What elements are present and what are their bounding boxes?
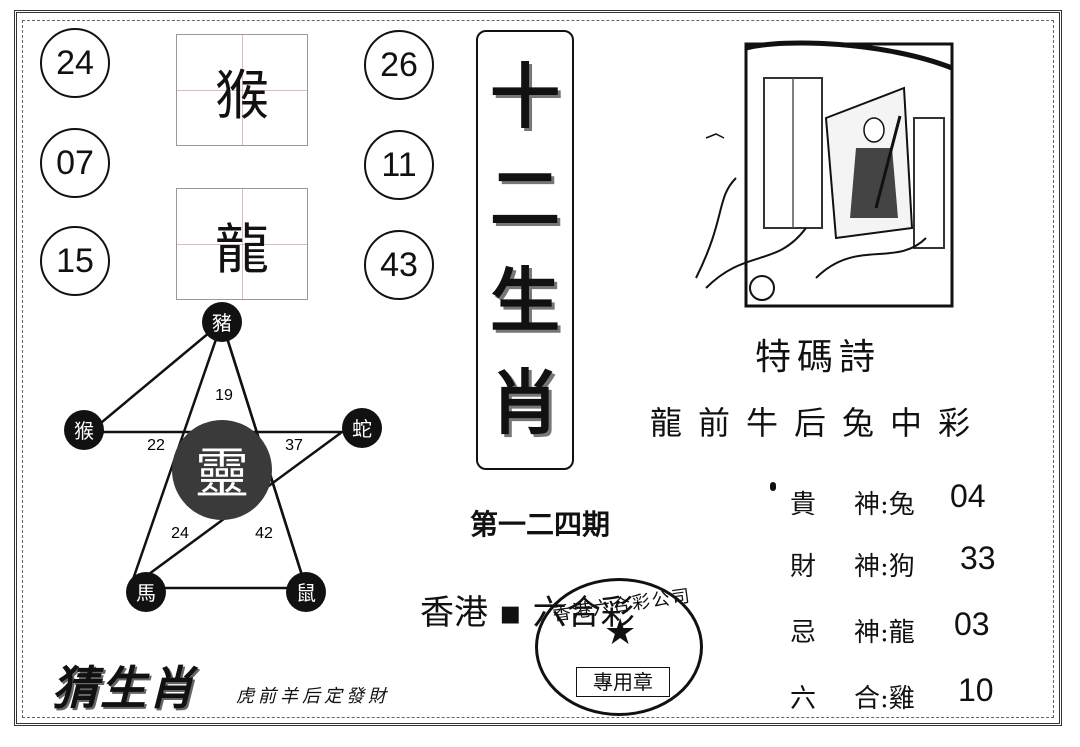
star-node bbox=[64, 410, 104, 450]
star-center-char: 靈 bbox=[195, 442, 249, 505]
god-number: 33 bbox=[960, 540, 996, 576]
star-number: 22 bbox=[147, 437, 165, 454]
star-center-disc bbox=[172, 420, 272, 520]
star-node-char: 鼠 bbox=[296, 581, 316, 605]
god-key: 神: bbox=[854, 490, 889, 520]
god-animal: 雞 bbox=[888, 684, 915, 714]
star-node-char: 馬 bbox=[136, 581, 156, 605]
outer-border bbox=[14, 10, 1062, 726]
banner-char: 十 bbox=[490, 56, 560, 138]
issue-number: 第一二四期 bbox=[470, 508, 611, 541]
star-node bbox=[286, 572, 326, 612]
star-node-char: 猴 bbox=[74, 419, 94, 443]
god-number: 04 bbox=[950, 478, 986, 514]
bullet-dot bbox=[770, 482, 776, 491]
god-key: 神: bbox=[854, 552, 889, 582]
banner-char: 二 bbox=[490, 158, 560, 240]
number-value: 07 bbox=[56, 143, 94, 182]
number-ball: 11 bbox=[364, 130, 434, 200]
number-value: 15 bbox=[56, 241, 94, 280]
number-ball: 07 bbox=[40, 128, 110, 198]
zodiac-grid-box: 龍 bbox=[176, 188, 308, 300]
poem-title: 特碼詩 bbox=[755, 337, 882, 378]
god-animal: 兔 bbox=[888, 490, 915, 520]
star-node-char: 蛇 bbox=[352, 417, 372, 441]
star-node bbox=[342, 408, 382, 448]
illustration-image bbox=[695, 40, 954, 308]
god-key: 合: bbox=[854, 684, 889, 714]
zodiac-char: 龍 bbox=[215, 217, 269, 281]
star-number: 19 bbox=[215, 387, 233, 404]
god-number: 03 bbox=[954, 606, 990, 642]
inner-border bbox=[22, 20, 1054, 718]
star-node-char: 豬 bbox=[212, 311, 232, 335]
banner-char: 肖 bbox=[490, 362, 560, 444]
god-label: 六 bbox=[790, 684, 817, 714]
zodiac-star: 靈 豬 猴 蛇 馬 鼠 19 22 37 24 42 bbox=[64, 302, 382, 612]
god-animal: 龍 bbox=[888, 618, 915, 648]
stamp-label: 專用章 bbox=[576, 667, 670, 697]
god-row: 財 神:狗 33 bbox=[790, 540, 996, 583]
twelve-zodiac-banner: 十 二 生 肖 bbox=[476, 30, 574, 470]
god-number: 10 bbox=[958, 672, 994, 708]
god-label: 財 bbox=[790, 552, 817, 582]
number-value: 26 bbox=[380, 45, 418, 84]
zodiac-grid-box: 猴 bbox=[176, 34, 308, 146]
star-icon: ★ bbox=[604, 612, 637, 653]
god-row: 六 合:雞 10 bbox=[790, 672, 994, 715]
number-value: 11 bbox=[381, 145, 417, 184]
star-node bbox=[126, 572, 166, 612]
banner-char: 生 bbox=[490, 260, 560, 342]
star-number: 24 bbox=[171, 525, 189, 542]
god-animal: 狗 bbox=[888, 552, 915, 582]
number-value: 24 bbox=[56, 43, 94, 82]
god-row: 貴 神:兔 04 bbox=[790, 478, 986, 521]
number-ball: 26 bbox=[364, 30, 434, 100]
god-label: 貴 bbox=[790, 490, 817, 520]
god-key: 神: bbox=[854, 618, 889, 648]
star-node bbox=[202, 302, 242, 342]
star-number: 42 bbox=[255, 525, 273, 542]
number-value: 43 bbox=[380, 245, 418, 284]
zodiac-char: 猴 bbox=[215, 63, 269, 127]
poem-line: 龍前牛后兔中彩 bbox=[650, 404, 987, 442]
number-ball: 15 bbox=[40, 226, 110, 296]
footer-subtitle: 虎前羊后定發財 bbox=[236, 686, 390, 707]
number-ball: 43 bbox=[364, 230, 434, 300]
star-number: 37 bbox=[285, 437, 303, 454]
god-label: 忌 bbox=[790, 618, 817, 648]
official-stamp: 香港六合彩公司 ★ 專用章 bbox=[535, 578, 703, 716]
number-ball: 24 bbox=[40, 28, 110, 98]
footer-title: 猜生肖 bbox=[52, 661, 196, 715]
god-row: 忌 神:龍 03 bbox=[790, 606, 990, 649]
